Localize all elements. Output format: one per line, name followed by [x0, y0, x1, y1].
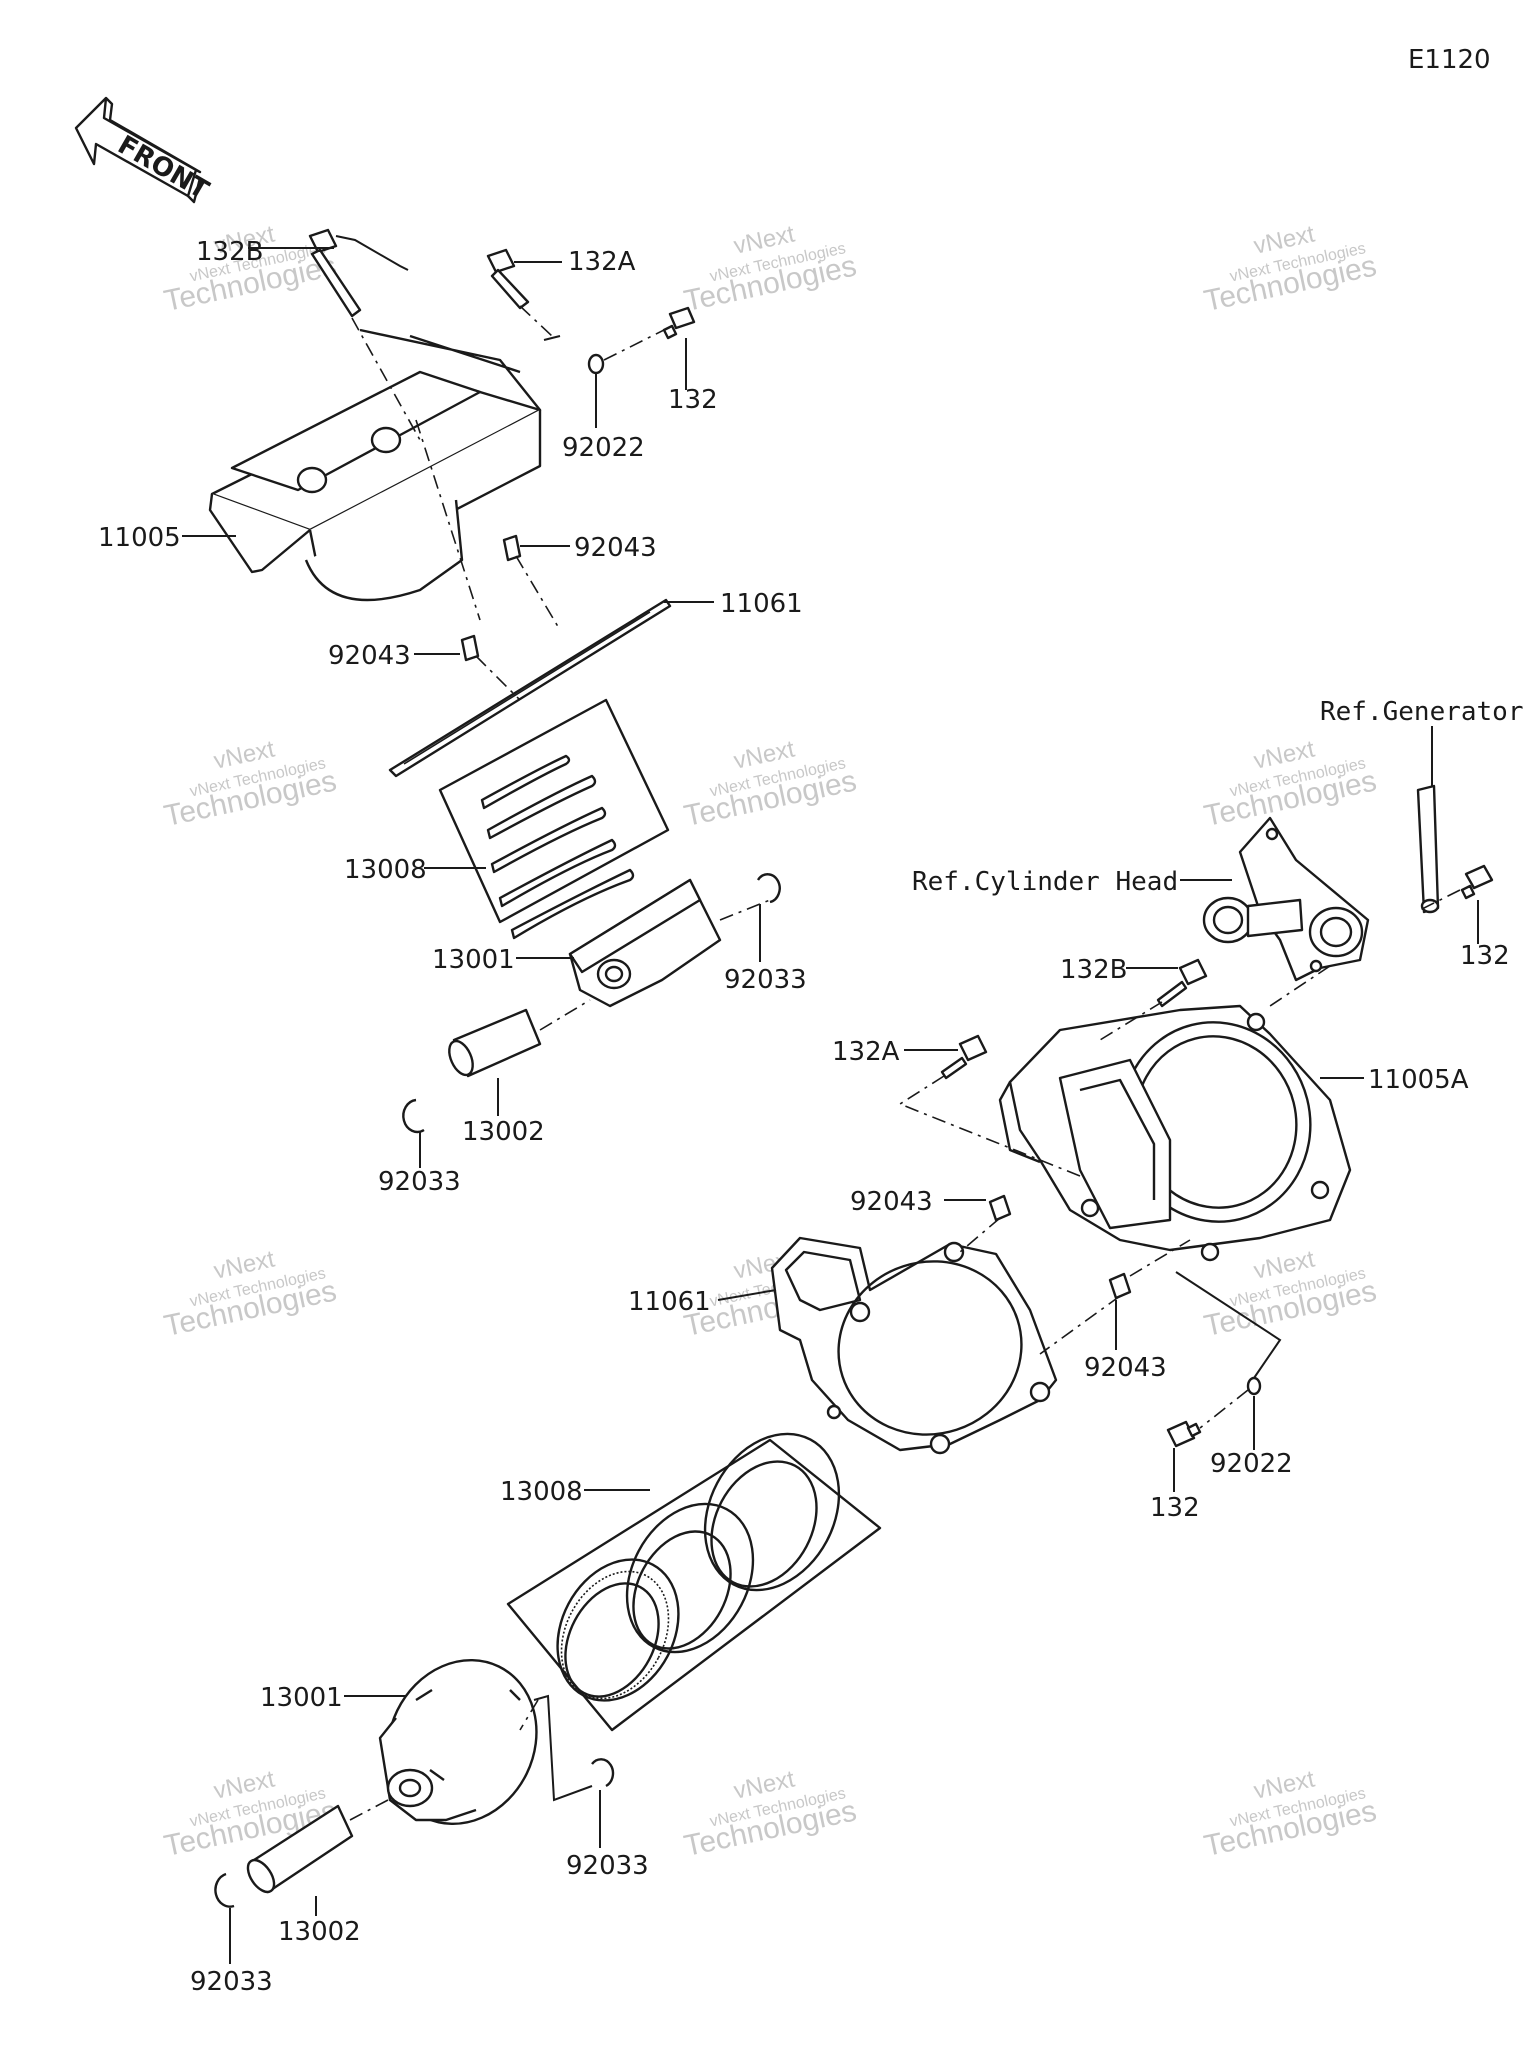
label-13001-lower: 13001: [260, 1683, 343, 1713]
bolt-132-upper: [662, 306, 696, 340]
watermark: vNext vNext Technologies Technologies: [161, 1245, 339, 1343]
label-92022-lower: 92022: [1210, 1449, 1293, 1479]
rings-13008-upper: [438, 698, 670, 940]
label-132-upper: 132: [668, 385, 718, 415]
dowel-92043-lower-upper: [988, 1194, 1012, 1222]
label-13002-upper: 13002: [462, 1117, 545, 1147]
pin-13002-upper: [448, 1008, 542, 1078]
upper-assembly: 132B 132A 132 92022 11005 92043 11061 92…: [98, 228, 807, 1197]
rings-13008-lower: [506, 1432, 882, 1732]
label-13008-upper: 13008: [344, 855, 427, 885]
bolt-132-lower-top: [1460, 864, 1494, 900]
label-11005a: 11005A: [1368, 1065, 1469, 1095]
watermark: vNext vNext Technologies Technologies: [161, 735, 339, 833]
label-92022-upper: 92022: [562, 433, 645, 463]
label-ref-generator: Ref.Generator: [1320, 697, 1524, 727]
washer-92022-upper: [587, 353, 605, 375]
bolt-132b-lower: [1156, 958, 1208, 1008]
watermark: vNext vNext Technologies Technologies: [681, 220, 859, 318]
dowel-92043-upper-right: [502, 534, 522, 562]
label-ref-cylinder-head: Ref.Cylinder Head: [912, 867, 1178, 897]
label-11061-upper: 11061: [720, 589, 803, 619]
circlip-92033-lower-right: [591, 1758, 615, 1788]
front-arrow-label: FRONT: [113, 130, 214, 206]
label-132a-upper: 132A: [568, 247, 636, 277]
label-92043-upper-right: 92043: [574, 533, 657, 563]
bolt-132a-lower: [940, 1034, 988, 1080]
front-arrow-icon: FRONT: [74, 96, 214, 206]
bolt-132-lower-bottom: [1166, 1420, 1202, 1448]
label-132b-upper: 132B: [196, 237, 263, 267]
cylinder-head-reference-part: [1202, 816, 1370, 982]
cylinder-11005a: [998, 1004, 1352, 1262]
lower-assembly: Ref.Generator Ref.Cylinder Head 132 132B…: [190, 697, 1524, 1997]
label-92043-upper-left: 92043: [328, 641, 411, 671]
watermark: vNext vNext Technologies Technologies: [1201, 1245, 1379, 1343]
watermark: vNext vNext Technologies Technologies: [1201, 1765, 1379, 1863]
label-13002-lower: 13002: [278, 1917, 361, 1947]
label-92033-lower-left: 92033: [190, 1967, 273, 1997]
washer-92022-lower: [1246, 1376, 1262, 1396]
dowel-92043-upper-left: [460, 634, 480, 662]
bolt-132a-upper: [486, 248, 530, 310]
watermark: vNext vNext Technologies Technologies: [681, 1765, 859, 1863]
label-11061-lower: 11061: [628, 1287, 711, 1317]
circlip-92033-lower-left: [214, 1872, 235, 1908]
gasket-11061-upper: [388, 598, 672, 778]
label-92043-lower-lower: 92043: [1084, 1353, 1167, 1383]
dowel-92043-lower-lower: [1108, 1272, 1132, 1300]
watermark: vNext vNext Technologies Technologies: [1201, 735, 1379, 833]
label-13001-upper: 13001: [432, 945, 515, 975]
pin-13002-lower: [246, 1804, 354, 1894]
cylinder-11005: [208, 328, 542, 602]
gasket-11061-lower: [770, 1236, 1058, 1455]
circlip-92033-upper-left: [402, 1098, 425, 1134]
label-132-lower-top: 132: [1460, 941, 1510, 971]
label-132-lower-bottom: 132: [1150, 1493, 1200, 1523]
label-92033-upper-right: 92033: [724, 965, 807, 995]
label-92033-upper-left: 92033: [378, 1167, 461, 1197]
piston-13001-lower: [378, 1658, 538, 1826]
label-92043-lower-upper: 92043: [850, 1187, 933, 1217]
watermark: vNext vNext Technologies Technologies: [681, 735, 859, 833]
label-11005: 11005: [98, 523, 181, 553]
diagram-code: E1120: [1408, 45, 1491, 75]
label-132a-lower: 132A: [832, 1037, 900, 1067]
circlip-92033-upper-right: [756, 873, 781, 904]
bolt-132b-upper: [308, 228, 362, 318]
label-132b-lower: 132B: [1060, 955, 1127, 985]
watermark: vNext vNext Technologies Technologies: [1201, 220, 1379, 318]
piston-13001-upper: [568, 878, 722, 1008]
label-92033-lower-right: 92033: [566, 1851, 649, 1881]
generator-reference-part: [1416, 784, 1440, 914]
label-13008-lower: 13008: [500, 1477, 583, 1507]
